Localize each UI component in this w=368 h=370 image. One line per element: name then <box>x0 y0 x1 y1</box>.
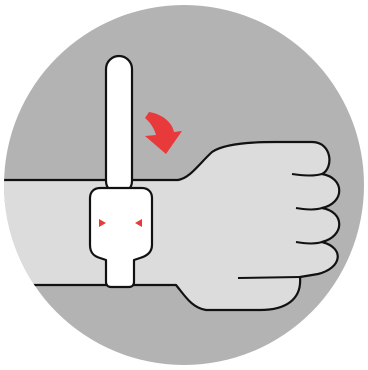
thumb-line <box>238 277 300 278</box>
strap-band <box>106 56 132 194</box>
